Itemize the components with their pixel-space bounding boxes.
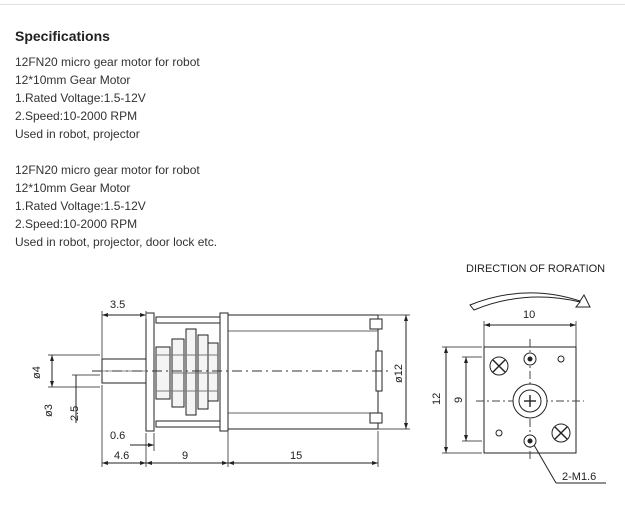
spec-block-1: 12FN20 micro gear motor for robot 12*10m… — [15, 53, 200, 143]
dim-height-inner-label: 9 — [453, 397, 465, 403]
dim-hub-diameter-label: ø3 — [43, 404, 55, 417]
gearbox-rear-plate — [219, 312, 229, 432]
rotation-direction-label: DIRECTION OF RORATION — [466, 263, 605, 275]
spec-line: 12*10mm Gear Motor — [15, 181, 131, 195]
rotation-arrow — [469, 292, 591, 311]
spec-line: Used in robot, projector — [15, 127, 140, 141]
dim-hub-offset-label: 2.5 — [69, 406, 81, 421]
gear — [207, 342, 219, 402]
standoff — [155, 316, 221, 324]
motor-terminal — [369, 318, 383, 330]
dim-gearbox-length-label: 9 — [182, 450, 188, 462]
pin-hole-icon — [557, 355, 565, 363]
pin-hole-icon — [495, 429, 503, 437]
motor-terminal — [369, 412, 383, 424]
gearbox-front-plate — [145, 312, 155, 432]
standoff — [155, 420, 221, 428]
gear — [155, 346, 171, 400]
dim-motor-length-label: 15 — [290, 450, 302, 462]
dim-top-label: 3.5 — [110, 299, 125, 311]
end-view — [442, 292, 606, 484]
spec-line: 12FN20 micro gear motor for robot — [15, 55, 200, 69]
dim-shaft-length-label: 4.6 — [114, 450, 129, 462]
spec-line: 1.Rated Voltage:1.5-12V — [15, 199, 146, 213]
screw-callout-label: 2-M1.6 — [562, 471, 596, 483]
spec-line: 2.Speed:10-2000 RPM — [15, 109, 138, 123]
side-view — [48, 311, 410, 467]
spec-line: Used in robot, projector, door lock etc. — [15, 235, 218, 249]
spec-line: 12*10mm Gear Motor — [15, 73, 131, 87]
dim-gap-label: 0.6 — [110, 430, 125, 442]
dim-width-label: 10 — [523, 309, 535, 321]
spec-line: 1.Rated Voltage:1.5-12V — [15, 91, 146, 105]
dim-body-diameter-label: ø12 — [393, 364, 405, 383]
spec-block-2: 12FN20 micro gear motor for robot 12*10m… — [15, 161, 217, 251]
motor-technical-drawing: 3.5 ø4 ø3 2.5 ø12 0.6 4.6 9 15 DIRECTION… — [31, 263, 606, 484]
dim-shaft-diameter-label: ø4 — [31, 366, 43, 379]
spec-line: 2.Speed:10-2000 RPM — [15, 217, 138, 231]
dim-height-outer-label: 12 — [431, 393, 443, 405]
spec-line: 12FN20 micro gear motor for robot — [15, 163, 200, 177]
top-divider — [0, 4, 625, 5]
motor-body — [227, 314, 379, 430]
gear — [185, 328, 197, 416]
gear — [197, 334, 209, 410]
section-heading: Specifications — [15, 28, 110, 44]
